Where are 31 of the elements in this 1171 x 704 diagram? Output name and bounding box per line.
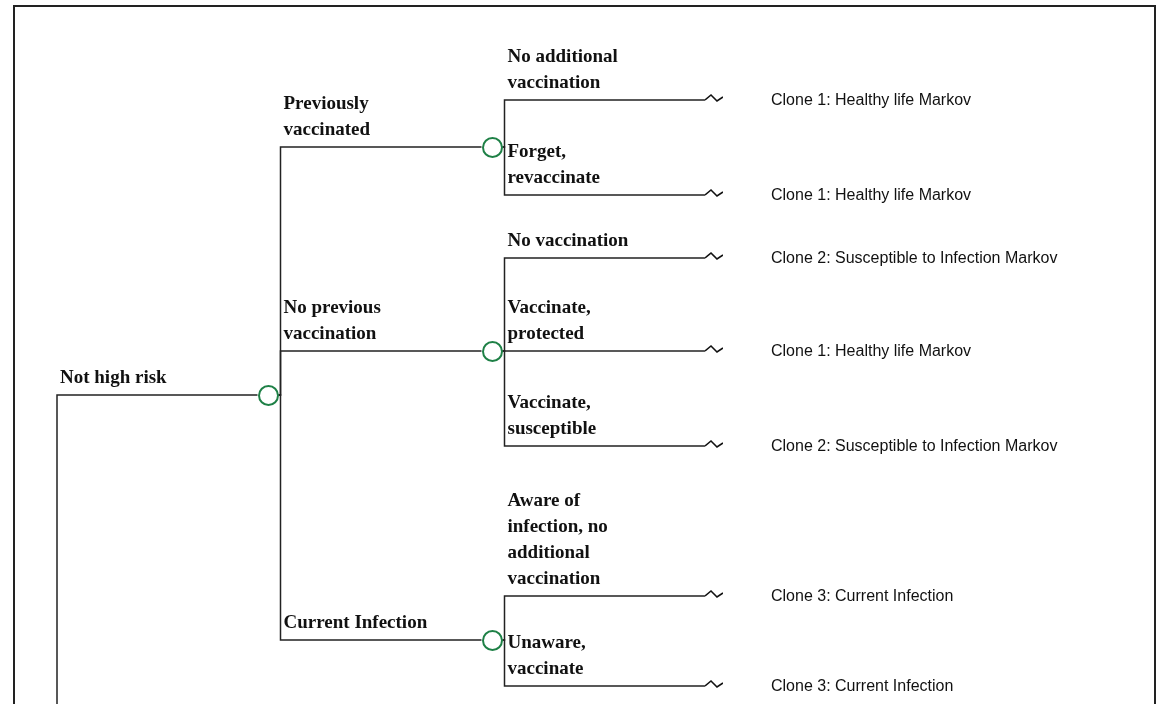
- outcome-label: Clone 1: Healthy life Markov: [771, 342, 972, 360]
- chance-node: [481, 136, 503, 158]
- branch-label: No previous vaccination: [283, 295, 382, 345]
- chance-node: [481, 340, 503, 362]
- tree-branch: [501, 595, 706, 641]
- outcome-label: Clone 3: Current Infection: [771, 587, 954, 605]
- branch-label: Vaccinate, susceptible: [507, 390, 598, 440]
- tree-branch: [277, 394, 483, 641]
- branch-label: Previously vaccinated: [283, 91, 372, 141]
- branch-label: Current Infection: [283, 610, 429, 634]
- outcome-label: Clone 2: Susceptible to Infection Markov: [771, 437, 1058, 455]
- branch-label: No vaccination: [507, 228, 630, 252]
- outcome-label: Clone 3: Current Infection: [771, 677, 954, 695]
- branch-label: Unaware, vaccinate: [507, 630, 587, 680]
- branch-label: Forget, revaccinate: [507, 139, 601, 189]
- tree-branch: [501, 146, 706, 196]
- outcome-label: Clone 2: Susceptible to Infection Markov: [771, 249, 1058, 267]
- tree-branch: [501, 257, 706, 352]
- tree-branch: [56, 394, 259, 704]
- outcome-label: Clone 1: Healthy life Markov: [771, 91, 972, 109]
- branch-label: Not high risk: [60, 365, 168, 389]
- branch-label: Vaccinate, protected: [507, 295, 592, 345]
- tree-branch: [277, 350, 483, 396]
- tree-branch: [501, 350, 706, 447]
- branch-label: Aware of infection, no additional vaccination: [507, 488, 609, 590]
- tree-branch: [501, 639, 706, 687]
- outcome-label: Clone 1: Healthy life Markov: [771, 186, 972, 204]
- tree-branch: [501, 99, 706, 148]
- branch-label: No additional vaccination: [507, 44, 619, 94]
- chance-node: [481, 629, 503, 651]
- chance-node: [257, 384, 279, 406]
